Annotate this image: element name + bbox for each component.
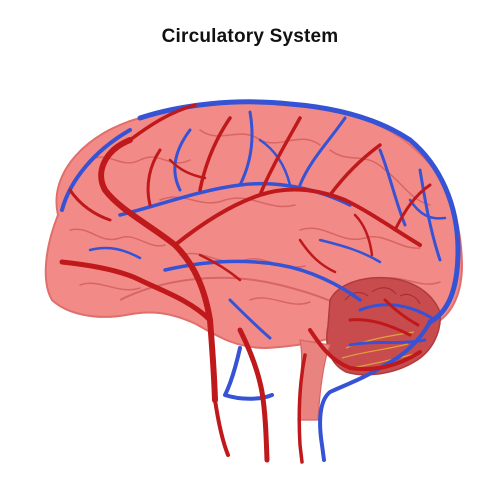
diagram-title: Circulatory System [161, 26, 339, 47]
arteries [59, 103, 432, 464]
brain-stem [297, 339, 331, 421]
cerebellum [326, 276, 441, 376]
